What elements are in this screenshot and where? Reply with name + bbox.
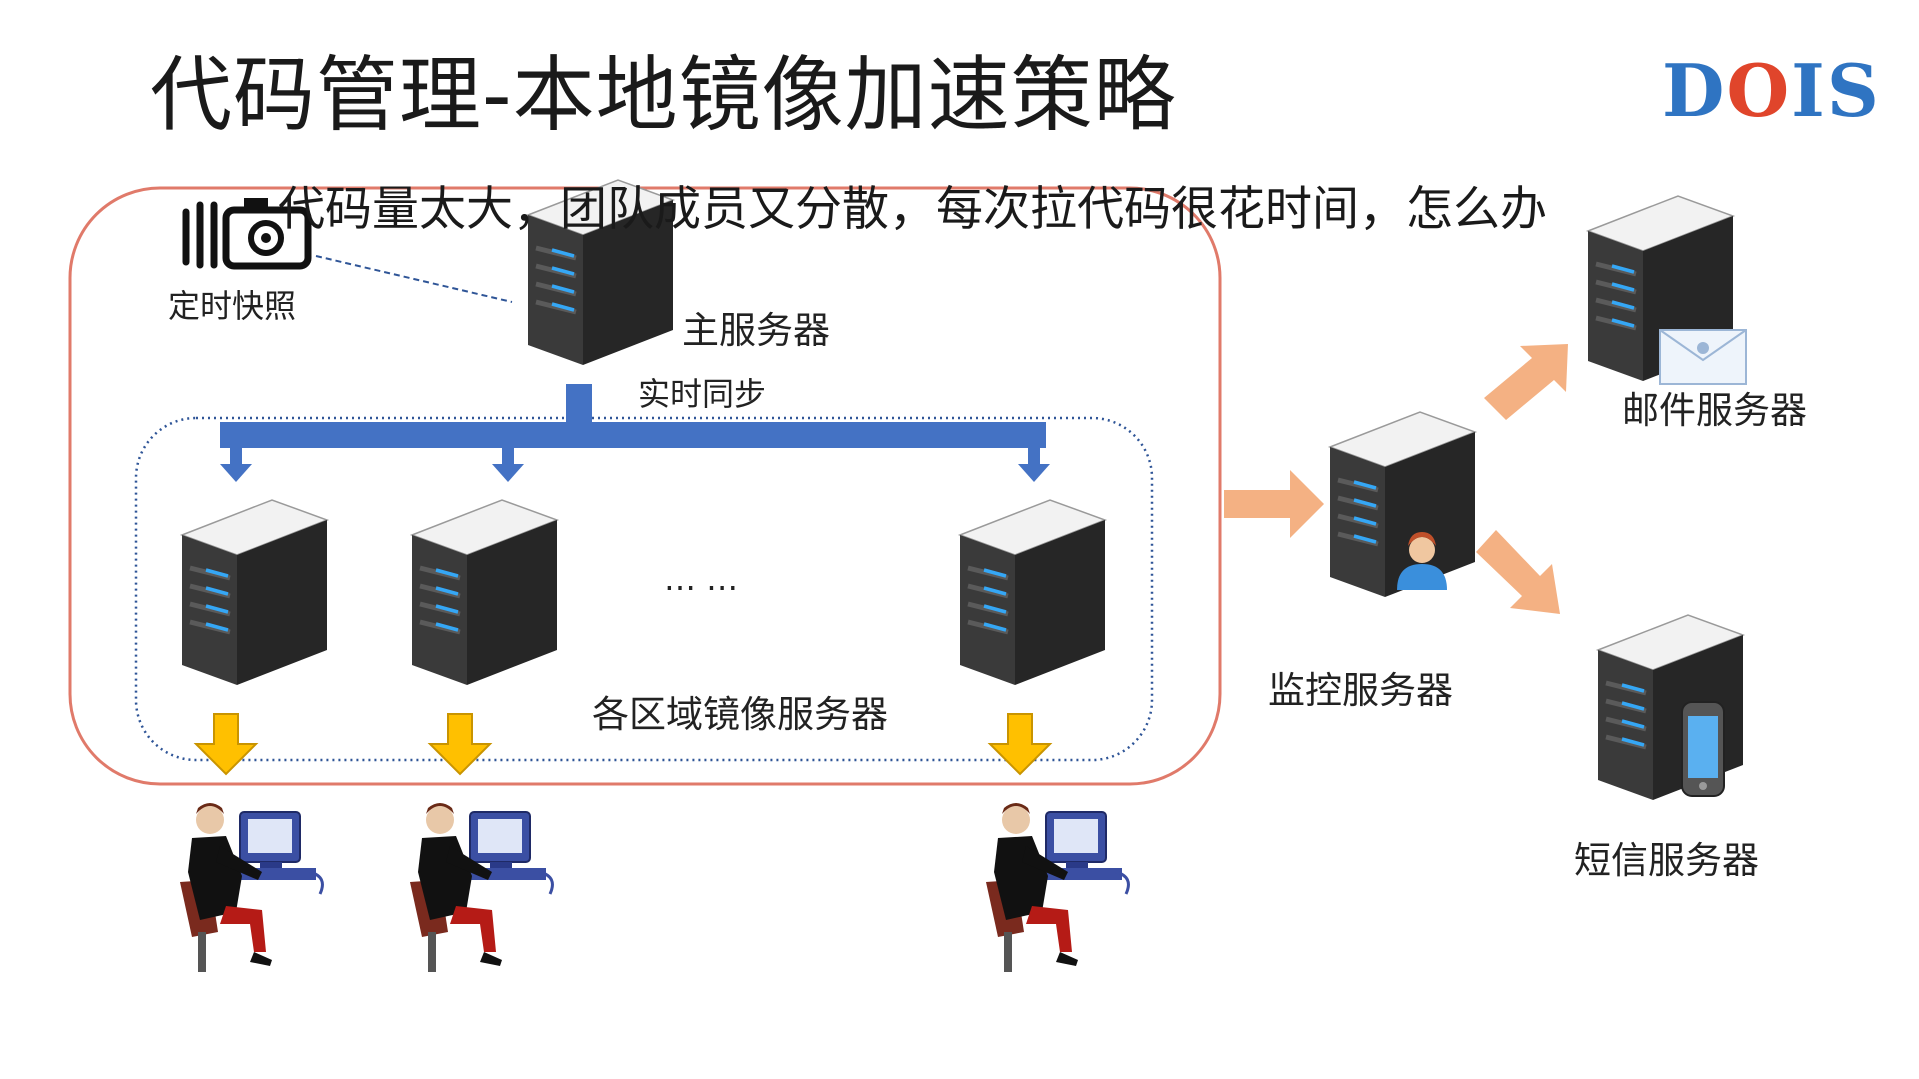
flow-arrow-to-mail bbox=[1484, 344, 1568, 420]
camera-icon bbox=[182, 198, 312, 270]
logo-letter-s: S bbox=[1826, 48, 1881, 133]
mail-icon bbox=[1659, 329, 1747, 385]
sms-server-label: 短信服务器 bbox=[1574, 839, 1759, 882]
main-server-label: 主服务器 bbox=[682, 309, 830, 352]
mirror-server-icon-2 bbox=[412, 500, 557, 685]
developer-workstation-icon-1 bbox=[178, 801, 324, 974]
logo-letter-o: O bbox=[1726, 48, 1792, 133]
sync-label: 实时同步 bbox=[638, 375, 767, 413]
monitor-server-icon bbox=[1330, 412, 1475, 597]
mirror-server-icon-1 bbox=[182, 500, 327, 685]
mirror-server-icon-3 bbox=[960, 500, 1105, 685]
mirror-region-border bbox=[134, 416, 1154, 762]
logo-letter-i: I bbox=[1791, 48, 1827, 133]
central-region-border bbox=[68, 186, 1222, 786]
logo-letter-d: D bbox=[1662, 48, 1727, 133]
page-subtitle: 代码量太大，团队成员又分散，每次拉代码很花时间，怎么办 bbox=[278, 182, 1547, 237]
sync-arrow bbox=[220, 384, 1050, 482]
mirror-ellipsis: … … bbox=[664, 560, 738, 598]
flow-arrow-to-sms bbox=[1476, 530, 1560, 614]
mirror-servers-label: 各区域镜像服务器 bbox=[592, 693, 888, 736]
mail-server-label: 邮件服务器 bbox=[1622, 389, 1807, 432]
download-arrow bbox=[193, 713, 1053, 776]
user-icon bbox=[1397, 532, 1447, 590]
snapshot-label: 定时快照 bbox=[168, 287, 297, 325]
phone-icon bbox=[1681, 701, 1725, 797]
monitor-server-label: 监控服务器 bbox=[1268, 669, 1453, 712]
page-title: 代码管理-本地镜像加速策略 bbox=[150, 48, 1177, 143]
flow-arrow-to-monitor bbox=[1224, 470, 1324, 538]
developer-workstation-icon-2 bbox=[408, 801, 554, 974]
snapshot-link bbox=[315, 255, 513, 303]
dois-logo: DOIS bbox=[1662, 55, 1881, 127]
developer-workstation-icon-3 bbox=[984, 801, 1130, 974]
